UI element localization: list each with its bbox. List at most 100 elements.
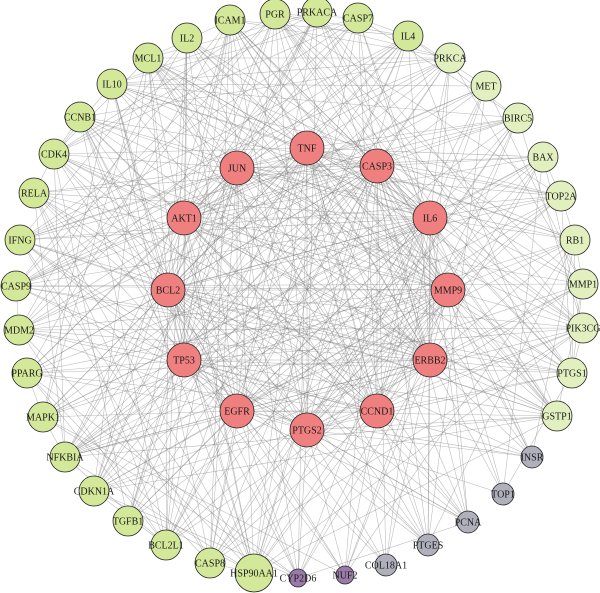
node-circle	[567, 268, 599, 300]
network-edge	[15, 285, 308, 431]
node-casp8[interactable]: CASP8	[194, 547, 226, 579]
node-jun[interactable]: JUN	[219, 150, 255, 186]
network-edge	[306, 429, 387, 566]
network-edge	[19, 239, 558, 417]
node-tp53[interactable]: TP53	[166, 342, 202, 378]
network-edge	[18, 13, 276, 331]
network-edge	[147, 57, 558, 417]
network-edge	[229, 19, 431, 361]
network-edge	[253, 35, 409, 574]
network-edge	[26, 372, 378, 412]
network-edge	[15, 285, 185, 361]
node-mapk1[interactable]: MAPK1	[26, 401, 60, 433]
network-edge	[26, 372, 299, 579]
node-top1[interactable]: TOP1	[491, 482, 515, 506]
node-pik3cg[interactable]: PIK3CG	[565, 312, 600, 344]
network-edge	[127, 19, 231, 522]
node-birc5[interactable]: BIRC5	[502, 102, 534, 134]
node-circle	[541, 400, 573, 432]
network-edge	[64, 147, 308, 458]
node-top2a[interactable]: TOP2A	[545, 180, 578, 212]
network-edge	[26, 372, 167, 546]
network-edge	[53, 153, 66, 458]
network-edge	[19, 217, 431, 241]
node-il4[interactable]: IL4	[392, 20, 424, 52]
node-cyp2d6[interactable]: CYP2D6	[280, 568, 317, 588]
node-ptgs1[interactable]: PTGS1	[556, 357, 588, 389]
node-cdk4[interactable]: CDK4	[38, 138, 70, 170]
node-ccnd1[interactable]: CCND1	[359, 393, 395, 429]
network-edge	[64, 289, 449, 458]
node-cdkn1a[interactable]: CDKN1A	[74, 475, 115, 507]
network-edge	[26, 19, 231, 374]
network-edge	[183, 359, 378, 412]
node-tgfb1[interactable]: TGFB1	[112, 505, 144, 537]
node-akt1[interactable]: AKT1	[166, 200, 202, 236]
network-edge	[502, 372, 573, 495]
network-edge	[447, 289, 584, 329]
node-icam1[interactable]: ICAM1	[214, 4, 246, 36]
network-edge	[33, 192, 66, 458]
node-tnf[interactable]: TNF	[289, 130, 325, 166]
network-edge	[33, 192, 378, 412]
node-ptges[interactable]: PTGES	[413, 533, 444, 557]
network-edge	[306, 429, 346, 576]
network-edge	[236, 35, 409, 412]
network-edge	[306, 429, 429, 546]
network-edge	[236, 410, 299, 579]
network-edge	[236, 167, 584, 329]
network-edge	[186, 37, 449, 291]
node-erbb2[interactable]: ERBB2	[412, 342, 448, 378]
network-edge	[429, 283, 584, 361]
node-casp7[interactable]: CASP7	[342, 2, 374, 34]
node-rb1[interactable]: RB1	[559, 224, 591, 256]
node-pparg[interactable]: PPARG	[11, 357, 43, 389]
node-prkaca[interactable]: PRKACA	[297, 0, 338, 28]
node-il10[interactable]: IL10	[96, 68, 128, 100]
network-edge	[429, 217, 584, 329]
node-pcna[interactable]: PCNA	[455, 510, 482, 534]
node-circle	[545, 180, 577, 212]
node-insr[interactable]: INSR	[520, 445, 544, 469]
node-circle	[374, 553, 398, 577]
network-edge	[429, 156, 544, 219]
network-edge	[429, 117, 519, 219]
node-met[interactable]: MET	[470, 70, 502, 102]
node-mmp9[interactable]: MMP9	[430, 272, 466, 308]
node-ccnb1[interactable]: CCNB1	[64, 101, 96, 133]
node-il6[interactable]: IL6	[412, 200, 448, 236]
network-edge	[111, 83, 211, 564]
network-edge	[18, 37, 188, 331]
node-circle	[3, 314, 35, 346]
node-circle	[342, 2, 374, 34]
node-bcl2[interactable]: BCL2	[150, 272, 186, 308]
node-mmp1[interactable]: MMP1	[567, 268, 599, 300]
node-ptgs2[interactable]: PTGS2	[289, 412, 325, 448]
node-col18a1[interactable]: COL18A1	[365, 553, 407, 577]
network-edge	[147, 57, 584, 329]
network-edge	[447, 195, 562, 291]
node-pgr[interactable]: PGR	[259, 0, 291, 30]
node-casp3[interactable]: CASP3	[359, 148, 395, 184]
node-nuf2[interactable]: NUF2	[332, 565, 358, 585]
network-edge	[236, 156, 544, 412]
node-circle	[49, 441, 81, 473]
node-ifng[interactable]: IFNG	[4, 224, 36, 256]
network-edge	[209, 289, 449, 564]
network-edge	[93, 11, 318, 492]
network-edge	[167, 289, 469, 523]
node-rela[interactable]: RELA	[18, 177, 50, 209]
node-egfr[interactable]: EGFR	[219, 393, 255, 429]
node-mdm2[interactable]: MDM2	[3, 314, 35, 346]
node-bax[interactable]: BAX	[527, 141, 559, 173]
network-edge	[236, 17, 359, 169]
node-casp9[interactable]: CASP9	[0, 270, 32, 302]
node-mcl1[interactable]: MCL1	[132, 42, 164, 74]
network-edge	[165, 359, 431, 546]
node-hsp90aa1[interactable]: HSP90AA1	[230, 553, 278, 593]
node-il2[interactable]: IL2	[171, 22, 203, 54]
network-edge	[53, 147, 308, 155]
network-edge	[18, 85, 487, 331]
network-edge	[111, 83, 576, 241]
node-gstp1[interactable]: GSTP1	[541, 400, 573, 432]
